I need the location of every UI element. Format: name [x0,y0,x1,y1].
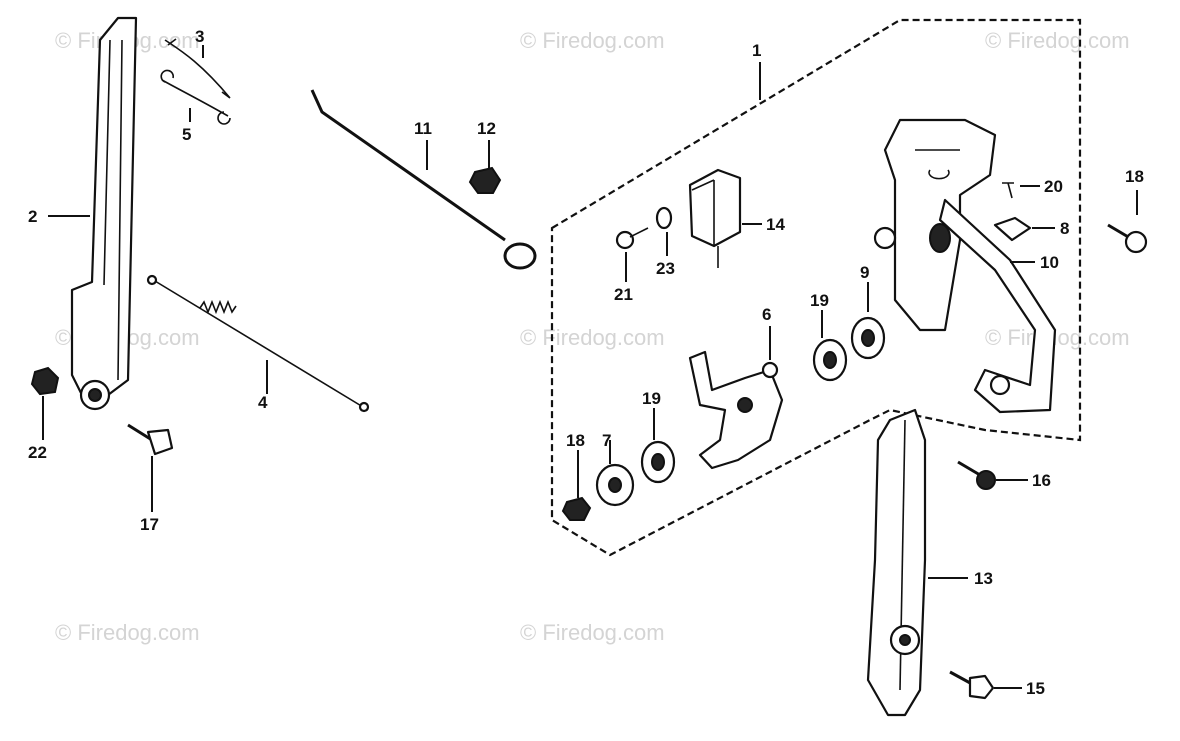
callout-8: 8 [1060,219,1069,238]
callout-3: 3 [195,27,204,46]
callout-11: 11 [414,119,432,138]
bolt [957,460,996,490]
lever-arm [70,16,138,411]
washer [655,206,673,230]
callout-19: 19 [810,291,829,310]
callout-19: 19 [642,389,661,408]
callout-13: 13 [974,569,993,588]
throttle-rod [310,89,537,270]
small-screw [1002,182,1014,199]
washer-hole [608,477,622,493]
watermark: © Firedog.com [985,28,1130,53]
nut [30,366,60,396]
base-plate [550,18,1082,557]
callout-22: 22 [28,443,47,462]
callout-15: 15 [1026,679,1045,698]
bolt [127,423,174,456]
watermark: © Firedog.com [985,325,1130,350]
bolt [949,670,995,700]
callout-12: 12 [477,119,496,138]
callout-1: 1 [752,41,761,60]
callout-21: 21 [614,285,633,304]
callout-20: 20 [1044,177,1063,196]
watermark: © Firedog.com [520,325,665,350]
lever-plate [688,350,784,470]
clip-spring [164,38,231,99]
clip [993,216,1032,242]
callout-4: 4 [258,393,268,412]
spring-rod [146,274,370,413]
watermark: © Firedog.com [520,620,665,645]
callout-18: 18 [566,431,585,450]
callout-14: 14 [766,215,785,234]
washer-hole [861,329,875,347]
callout-7: 7 [602,431,611,450]
control-lever [866,408,927,717]
washer-hole [651,453,665,471]
callout-9: 9 [860,263,869,282]
clip-spring [160,69,231,125]
callout-6: 6 [762,305,771,324]
callout-17: 17 [140,515,159,534]
watermark: © Firedog.com [55,620,200,645]
callout-18: 18 [1125,167,1144,186]
bolt [1107,223,1148,254]
callout-2: 2 [28,207,37,226]
nut [468,166,502,194]
callout-16: 16 [1032,471,1051,490]
washer-hole [823,351,837,369]
screw [615,227,649,250]
nut [561,496,592,521]
control-bracket [873,118,1057,414]
watermark: © Firedog.com [520,28,665,53]
switch-block [688,168,742,268]
callout-5: 5 [182,125,191,144]
callout-23: 23 [656,259,675,278]
callout-10: 10 [1040,253,1059,272]
